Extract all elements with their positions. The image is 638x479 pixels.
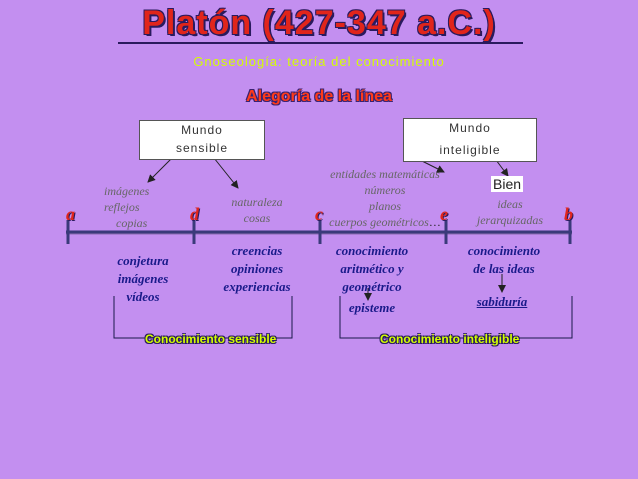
box-sensible-line2: sensible: [175, 141, 229, 155]
text-creencias: creencias opiniones experiencias: [223, 243, 291, 294]
page-title: Platón (427-347 a.C.): [142, 4, 496, 42]
bracket-inteligible: [339, 296, 573, 339]
text-conocimiento-ideas: conocimiento de las ideas: [467, 243, 541, 276]
letter-e: e: [440, 204, 448, 224]
letter-b: b: [564, 204, 573, 224]
arrow-inteligible-right: [495, 159, 509, 177]
diagram-heading: Alegoría de la línea: [246, 88, 392, 105]
text-ideas: ideas jerarquizadas: [476, 197, 544, 227]
text-bien: Bien: [491, 176, 524, 192]
text-entidades: entidades matemáticas números planos cue…: [329, 167, 441, 229]
letter-d: d: [190, 204, 199, 224]
box-sensible-line1: Mundo: [181, 123, 223, 137]
label-conocimiento-sensible: Conocimiento sensible: [145, 332, 277, 346]
arrow-sensible-left: [147, 157, 173, 183]
ellipsis: …: [428, 215, 441, 229]
box-mundo-sensible: Mundo sensible: [139, 120, 265, 160]
text-conjetura: conjetura imágenes vídeos: [117, 253, 169, 304]
text-naturaleza: naturaleza cosas: [231, 195, 283, 225]
bracket-sensible: [113, 296, 293, 339]
title-underline: [118, 42, 523, 44]
text-episteme: episteme: [348, 300, 396, 315]
letter-c: c: [315, 204, 323, 224]
page-subtitle: Gnoseología: teoría del conocimiento: [193, 54, 445, 69]
arrow-sensible-right: [213, 157, 239, 189]
box-inteligible-line1: Mundo: [449, 121, 491, 135]
arrow-inteligible-left: [419, 159, 445, 173]
text-sabiduria: sabiduría: [476, 294, 528, 309]
box-mundo-inteligible: Mundo inteligible: [403, 118, 537, 162]
box-inteligible-line2: inteligible: [439, 143, 501, 157]
text-imagenes: imágenes reflejos copias: [104, 184, 150, 230]
label-conocimiento-inteligible: Conocimiento inteligible: [380, 332, 520, 346]
text-conocimiento-aritmetico: conocimiento aritmético y geométrico: [335, 243, 409, 294]
letter-a: a: [66, 204, 75, 224]
